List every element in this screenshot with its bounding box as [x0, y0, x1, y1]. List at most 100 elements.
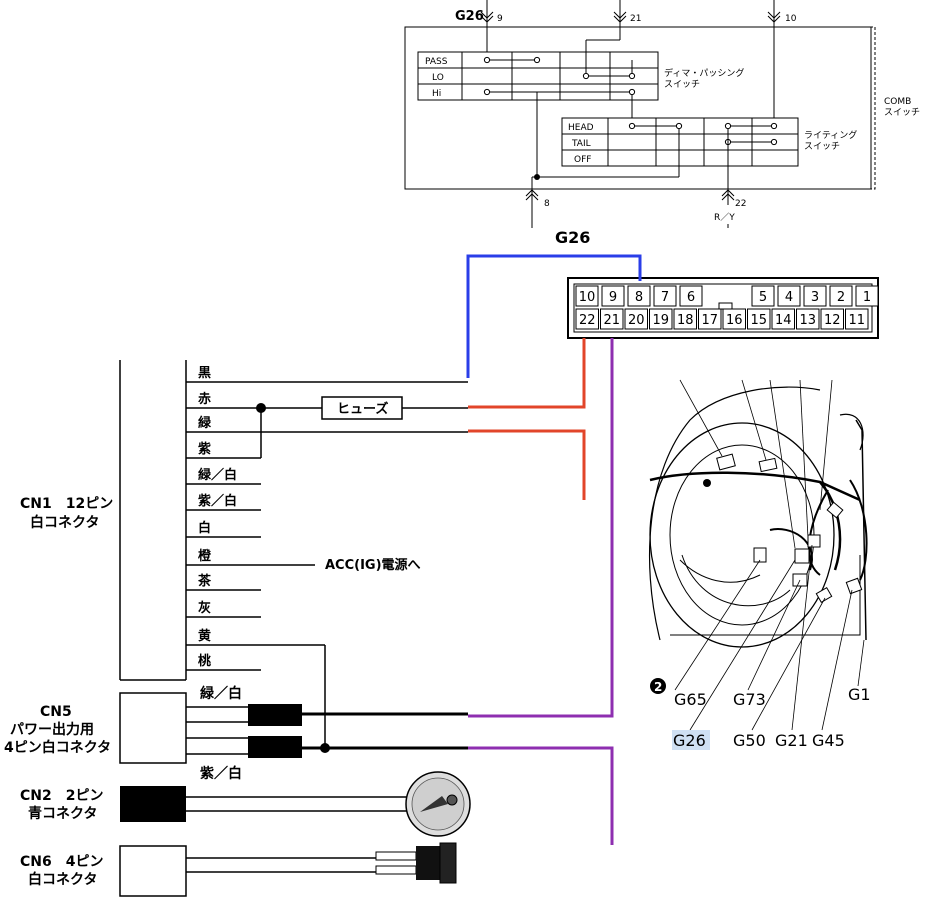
row-hi: Hi: [432, 89, 441, 99]
cn1-wire-label: 緑: [198, 415, 212, 431]
g26-pin-label: 4: [785, 290, 793, 305]
row-pass: PASS: [425, 57, 448, 67]
cn5-label-1: CN5: [40, 704, 72, 720]
g26-pin-cell: [855, 285, 879, 307]
g26-top-label: G26: [455, 9, 484, 24]
g26-pin-cell: [575, 308, 599, 330]
g26-pin-cell: [679, 285, 703, 307]
row-off: OFF: [574, 155, 591, 165]
cn5-wire-bottom: 紫／白: [200, 765, 242, 782]
cn1-wire-label: 赤: [198, 391, 211, 407]
purple-wire-upper: [468, 338, 614, 718]
g26-pin-label: 12: [824, 313, 841, 328]
colored-wires: [466, 254, 642, 845]
cn1-wire-label: 紫: [198, 441, 211, 457]
g26-pin-cell: [777, 285, 801, 307]
label-g26: G26: [673, 731, 706, 750]
row-tail: TAIL: [571, 139, 591, 149]
label-g73: G73: [733, 690, 766, 709]
cn1-wire-label: 紫／白: [198, 493, 237, 509]
pin-10-label: 10: [785, 14, 797, 24]
cn1-wire-label: 茶: [198, 573, 212, 589]
g26-pin-cell: [653, 285, 677, 307]
cn1-wire-label: 黒: [198, 365, 211, 381]
g26-pin-cell: [829, 285, 853, 307]
switch-icon: [375, 842, 457, 884]
cn5-label-3: 4ピン白コネクタ: [4, 739, 111, 756]
comb-switch-schematic: G26 9 21 10 PASS LO Hi ディマ・パッシング: [404, 0, 920, 228]
g26-key: [718, 302, 733, 310]
purple-wire-lower: [468, 746, 614, 845]
pin-9-label: 9: [497, 14, 503, 24]
g26-pin-cell: [600, 308, 624, 330]
cn5-wire-top: 緑／白: [200, 685, 242, 702]
cn1-wire-label: 黄: [198, 628, 211, 644]
dimmer-label-1: ディマ・パッシング: [664, 67, 744, 79]
cn6-label-1: CN6 4ピン: [20, 854, 103, 870]
g26-pin-label: 21: [603, 313, 620, 328]
cn5-terminal-1: [248, 704, 302, 726]
dashboard-illustration: 2 G65 G73 G1 G26 G50 G21 G45: [649, 379, 871, 750]
g26-pin-label: 2: [837, 290, 845, 305]
dimmer-label-2: スイッチ: [664, 79, 700, 90]
g26-pin-label: 19: [652, 313, 669, 328]
blue-wire: [466, 254, 642, 378]
g26-title: G26: [555, 228, 590, 247]
acc-label: ACC(IG)電源へ: [325, 557, 421, 573]
cn1-wire-label: 灰: [198, 600, 211, 616]
g26-pin-label: 17: [701, 313, 718, 328]
cn1-wire-label: 桃: [198, 653, 211, 669]
label-g1: G1: [848, 685, 871, 704]
cn1-label-2: 白コネクタ: [30, 514, 99, 531]
lighting-label-2: スイッチ: [804, 141, 840, 152]
g26-pin-cell: [796, 308, 820, 330]
g26-pin-cell: [624, 308, 648, 330]
g26-pin-cell: [722, 308, 746, 330]
g26-pin-label: 20: [628, 313, 645, 328]
comb-label-2: スイッチ: [884, 107, 920, 118]
g26-pin-label: 10: [579, 290, 596, 305]
fuse-label: ヒューズ: [337, 401, 388, 417]
g26-pin-label: 5: [759, 290, 767, 305]
red-wire-lower: [468, 429, 586, 500]
g26-pin-label: 22: [579, 313, 596, 328]
g26-pin-label: 14: [775, 313, 792, 328]
g26-pin-label: 11: [848, 313, 865, 328]
cn1-label-1: CN1 12ピン: [20, 496, 113, 512]
g26-pin-cell: [601, 285, 625, 307]
g26-pin-cell: [771, 308, 795, 330]
pin-8-label: 8: [544, 199, 550, 209]
cn1-wire-label: 橙: [198, 548, 212, 564]
cn1-wire-label: 緑／白: [198, 467, 237, 483]
red-wire-upper: [468, 338, 586, 409]
label-g45: G45: [812, 731, 845, 750]
callout-marker: [650, 678, 666, 694]
cn2-label-2: 青コネクタ: [28, 805, 97, 822]
cn2-connector: CN2 2ピン 青コネクタ: [20, 771, 471, 837]
g26-pin-label: 16: [726, 313, 743, 328]
g26-pin-label: 3: [811, 290, 819, 305]
g26-highlight: [672, 730, 710, 750]
g26-pin-cell: [698, 308, 722, 330]
g26-pin-cell: [747, 308, 771, 330]
g26-pin-label: 8: [635, 290, 643, 305]
callout-marker-number: 2: [654, 680, 662, 694]
wire-ry-label: R／Y: [714, 212, 735, 223]
pin-21-label: 21: [630, 14, 641, 24]
cn2-label-1: CN2 2ピン: [20, 788, 103, 804]
cn5-label-2: パワー出力用: [10, 721, 94, 738]
g26-pin-label: 7: [661, 290, 669, 305]
g26-pin-cell: [649, 308, 673, 330]
g26-pin-label: 1: [863, 290, 871, 305]
g26-pin-label: 18: [677, 313, 694, 328]
label-g50: G50: [733, 731, 766, 750]
g26-pin-cell: [803, 285, 827, 307]
cn6-label-2: 白コネクタ: [28, 871, 97, 888]
g26-pin-cell: [751, 285, 775, 307]
